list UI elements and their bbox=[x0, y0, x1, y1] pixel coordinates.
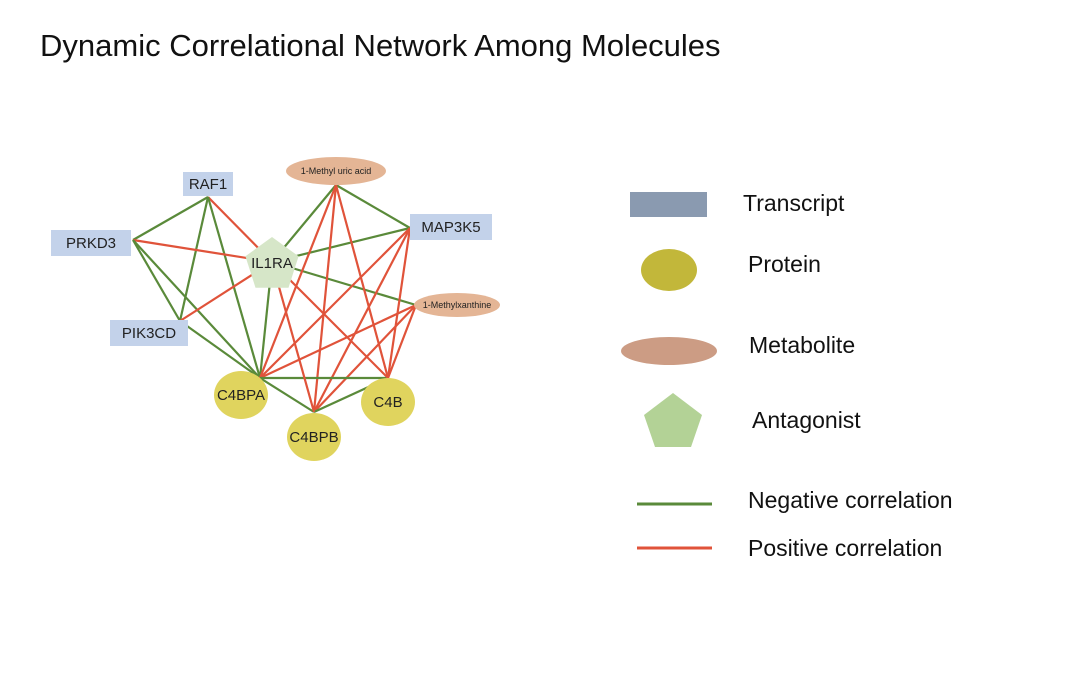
edge-raf1-prkd3 bbox=[132, 196, 209, 241]
edge-c4bpa-c4bpb bbox=[259, 377, 315, 413]
edge-methylxanthine-c4bpb bbox=[313, 304, 417, 413]
edge-pik3cd-c4bpa bbox=[179, 320, 261, 379]
legend-antagonist-label: Antagonist bbox=[752, 407, 861, 433]
node-prkd3-label: PRKD3 bbox=[66, 235, 116, 252]
node-map3k5-label: MAP3K5 bbox=[421, 219, 480, 236]
node-c4b-label: C4B bbox=[373, 394, 402, 411]
edge-methyluric-c4b bbox=[334, 184, 390, 379]
legend-transcript-swatch bbox=[630, 192, 707, 217]
legend-transcript-label: Transcript bbox=[743, 190, 845, 216]
node-methyluric-label: 1-Methyl uric acid bbox=[301, 166, 372, 176]
node-c4bpb-label: C4BPB bbox=[289, 429, 338, 446]
edge-methylxanthine-c4bpa bbox=[259, 304, 417, 379]
node-pik3cd-shape bbox=[110, 320, 188, 346]
edge-il1ra-methylxanthine bbox=[271, 260, 417, 307]
node-prkd3: PRKD3 bbox=[51, 230, 131, 256]
edge-prkd3-pik3cd bbox=[132, 239, 181, 322]
node-pik3cd-label: PIK3CD bbox=[122, 325, 176, 342]
legend-metabolite-label: Metabolite bbox=[749, 332, 856, 358]
edge-map3k5-c4bpa bbox=[259, 227, 411, 379]
node-il1ra-label: IL1RA bbox=[251, 255, 293, 272]
edge-il1ra-c4b bbox=[271, 261, 389, 379]
node-raf1-shape bbox=[183, 172, 233, 196]
node-c4bpb: C4BPB bbox=[287, 413, 341, 461]
legend-antagonist-swatch bbox=[644, 393, 702, 447]
legend bbox=[621, 192, 717, 550]
edge-methylxanthine-c4b bbox=[386, 304, 418, 379]
node-pik3cd: PIK3CD bbox=[110, 320, 188, 346]
edge-map3k5-c4bpb bbox=[313, 227, 411, 413]
legend-protein-swatch bbox=[641, 249, 697, 291]
legend-positive-label: Positive correlation bbox=[748, 535, 943, 561]
node-il1ra: IL1RA bbox=[245, 237, 299, 288]
edge-raf1-pik3cd bbox=[178, 196, 210, 322]
edge-prkd3-c4bpa bbox=[132, 239, 261, 379]
node-c4b: C4B bbox=[361, 378, 415, 426]
node-c4bpa-shape bbox=[214, 371, 268, 419]
edge-methyluric-c4bpa bbox=[258, 184, 338, 379]
edge-group bbox=[132, 184, 418, 413]
edge-methyluric-c4bpb bbox=[312, 184, 338, 413]
node-map3k5-shape bbox=[410, 214, 492, 240]
page-title: Dynamic Correlational Network Among Mole… bbox=[40, 28, 721, 63]
node-c4bpb-shape bbox=[287, 413, 341, 461]
node-methyluric: 1-Methyl uric acid bbox=[286, 157, 386, 185]
node-methylxanthine-label: 1-Methylxanthine bbox=[423, 300, 492, 310]
node-c4bpa: C4BPA bbox=[214, 371, 268, 419]
node-il1ra-shape bbox=[245, 237, 299, 288]
node-raf1-label: RAF1 bbox=[189, 176, 227, 193]
legend-metabolite-swatch bbox=[621, 337, 717, 365]
node-c4bpa-label: C4BPA bbox=[217, 387, 265, 404]
node-prkd3-shape bbox=[51, 230, 131, 256]
node-raf1: RAF1 bbox=[183, 172, 233, 196]
node-map3k5: MAP3K5 bbox=[410, 214, 492, 240]
node-methylxanthine: 1-Methylxanthine bbox=[414, 293, 500, 317]
legend-negative-label: Negative correlation bbox=[748, 487, 953, 513]
edge-methyluric-map3k5 bbox=[335, 184, 411, 229]
node-c4b-shape bbox=[361, 378, 415, 426]
legend-protein-label: Protein bbox=[748, 251, 821, 277]
node-methylxanthine-shape bbox=[414, 293, 500, 317]
node-methyluric-shape bbox=[286, 157, 386, 185]
edge-map3k5-c4b bbox=[386, 227, 412, 379]
